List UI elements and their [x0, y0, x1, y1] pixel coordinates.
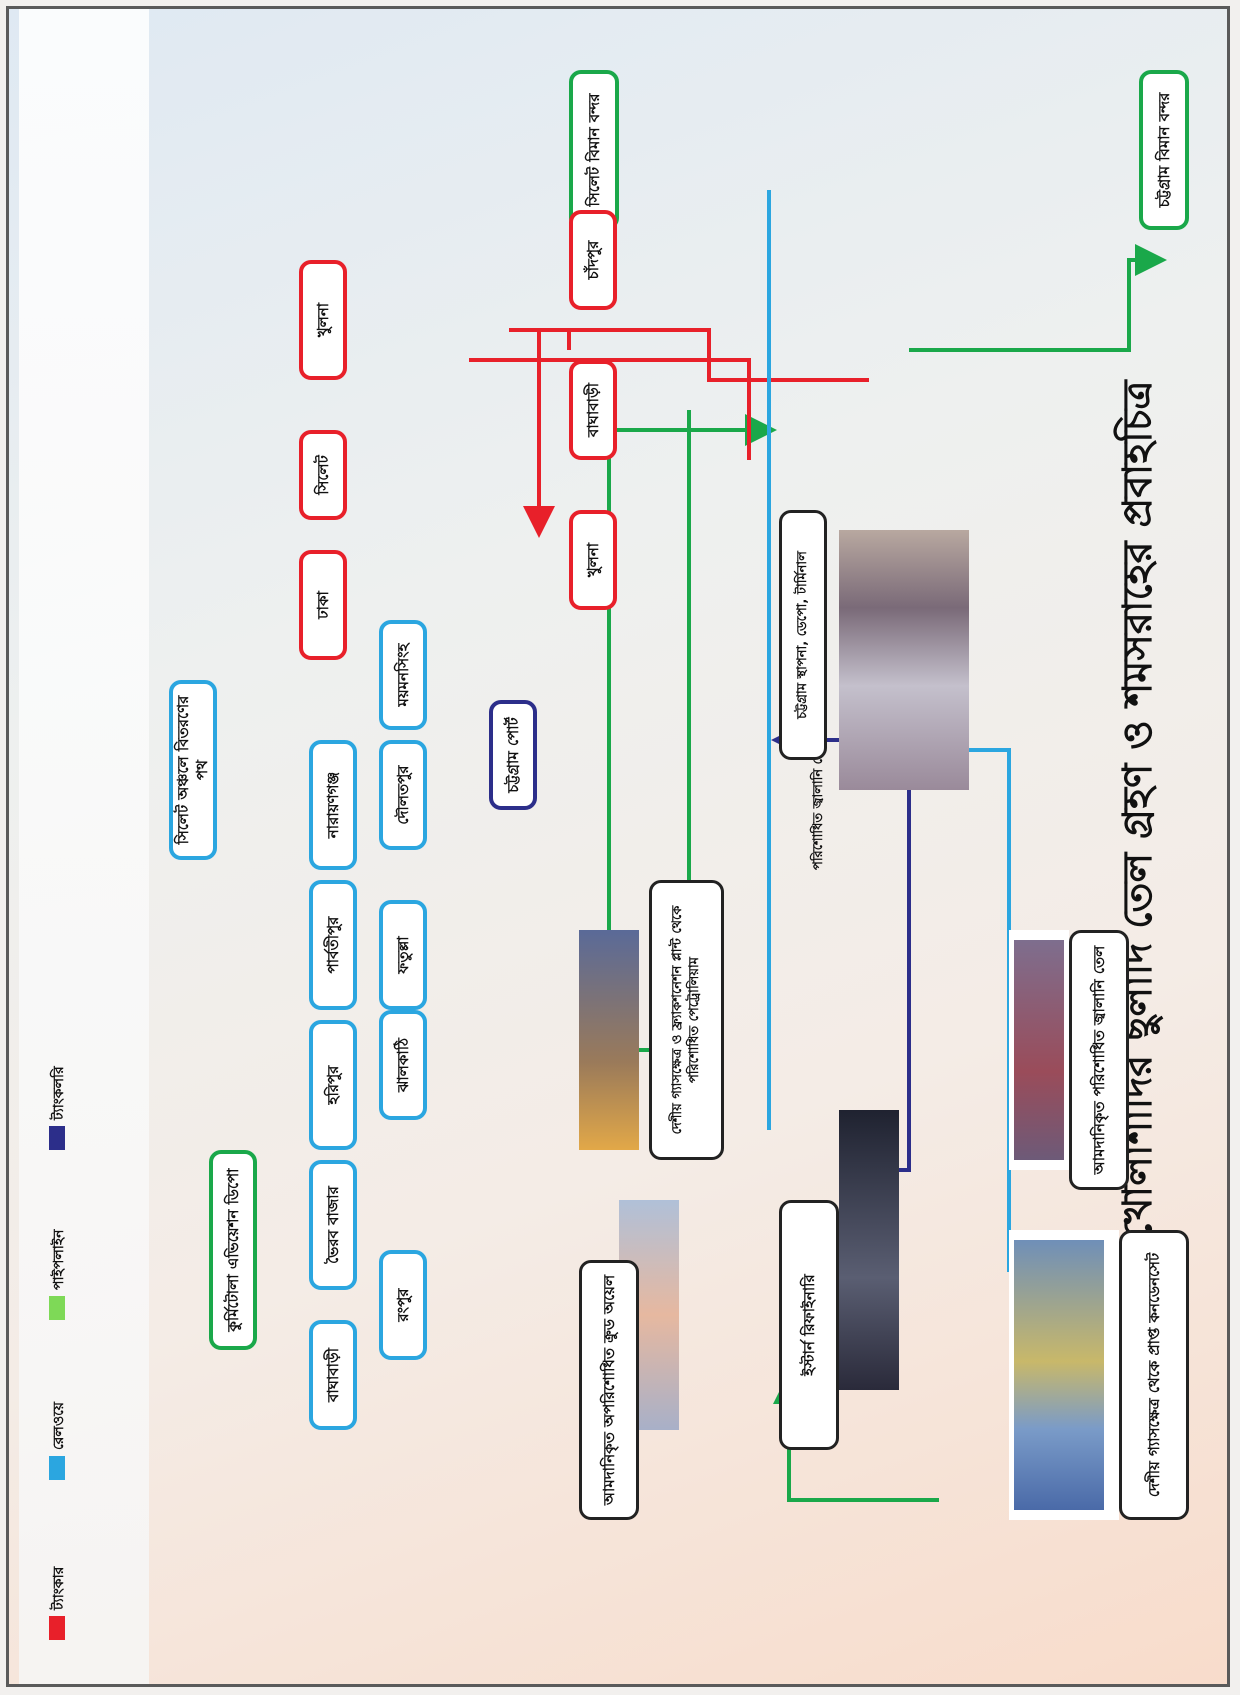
- airport-sylhet: সিলেট বিমান বন্দর: [569, 70, 619, 230]
- source-gasfield-products: দেশীয় গ্যাসক্ষেত্র ও ফ্র্যাকশনেশন প্লান…: [649, 880, 724, 1160]
- photo-import-ship: [1014, 940, 1064, 1160]
- photo-central-depot: [839, 530, 969, 790]
- red-target-6: খুলনা: [299, 260, 347, 380]
- edge-refinery-central: [839, 760, 911, 1172]
- edge-red-chandpur: [509, 328, 555, 538]
- node-mid-1: দৌলতপুর: [379, 740, 427, 850]
- legend-label-0: ট্যাংকার: [51, 1566, 67, 1610]
- airport-chattogram: চট্টগ্রাম বিমান বন্দর: [1139, 70, 1189, 230]
- legend-swatch-0: [49, 1616, 65, 1640]
- legend-label-3: ট্যাংকলরি: [51, 1066, 67, 1120]
- edge-central-t1: [909, 244, 1167, 352]
- source-condensate: দেশীয় গ্যাসক্ষেত্র থেকে প্রাপ্ত কনডেনসে…: [1119, 1230, 1189, 1520]
- edge-red-khulna: [469, 358, 751, 460]
- legend-label-1: রেলওয়ে: [51, 1402, 67, 1450]
- bottom-2: ভৈরব বাজার: [309, 1160, 357, 1290]
- bottom-3: হরিপুর: [309, 1020, 357, 1150]
- diagram-frame: খোলাশাদির ছুলাদি তেল গ্রহণ ও শমসরাহের প্…: [6, 6, 1230, 1687]
- photo-refinery: [839, 1110, 899, 1390]
- edge-central-red: [509, 328, 869, 382]
- bottom-5: নারায়ণগঞ্জ: [309, 740, 357, 870]
- bottom-7: ময়মনসিংহ: [379, 620, 427, 730]
- red-target-1: খুলনা: [569, 510, 617, 610]
- node-mid-3: রংপুর: [379, 1250, 427, 1360]
- legend-label-2: পাইপলাইন: [51, 1229, 67, 1290]
- legend-swatch-1: [49, 1456, 65, 1480]
- central-depot-label: চট্টগ্রাম স্থাপনা, ডেপো, টার্মিনাল: [779, 510, 827, 760]
- source-crude: আমদানিকৃত অপরিশোধিত ক্রুড অয়েল: [579, 1260, 639, 1520]
- legend-swatch-3: [49, 1126, 65, 1150]
- special-depot: কুর্মিটোলা এভিয়েশন ডিপো: [209, 1150, 257, 1350]
- red-target-4: ঢাকা: [299, 550, 347, 660]
- diagram-canvas: খোলাশাদির ছুলাদি তেল গ্রহণ ও শমসরাহের প্…: [9, 9, 1227, 1684]
- bottom-6: ফতুল্লা: [379, 900, 427, 1010]
- node-mid-2: ঝালকাঠি: [379, 1010, 427, 1120]
- red-target-3: চাঁদপুর: [569, 210, 617, 310]
- node-port-navy: চট্টগ্রাম পোর্ট: [489, 700, 537, 810]
- bottom-1: বাঘাবাড়ী: [309, 1320, 357, 1430]
- red-target-5: সিলেট: [299, 430, 347, 520]
- photo-tankers: [579, 930, 639, 1150]
- bottom-4: পার্বতীপুর: [309, 880, 357, 1010]
- far-right-box: সিলেট অঞ্চলে বিতরণের পথ: [169, 680, 217, 860]
- red-target-2: বাঘাবাড়ী: [569, 360, 617, 460]
- title-band: [19, 9, 149, 1684]
- source-refinery: ইস্টার্ন রিফাইনারি: [779, 1200, 839, 1450]
- legend-swatch-2: [49, 1296, 65, 1320]
- photo-condensate-ship: [1014, 1240, 1104, 1510]
- source-import-refined: আমদানিকৃত পরিশোধিত জ্বালানি তেল: [1069, 930, 1129, 1190]
